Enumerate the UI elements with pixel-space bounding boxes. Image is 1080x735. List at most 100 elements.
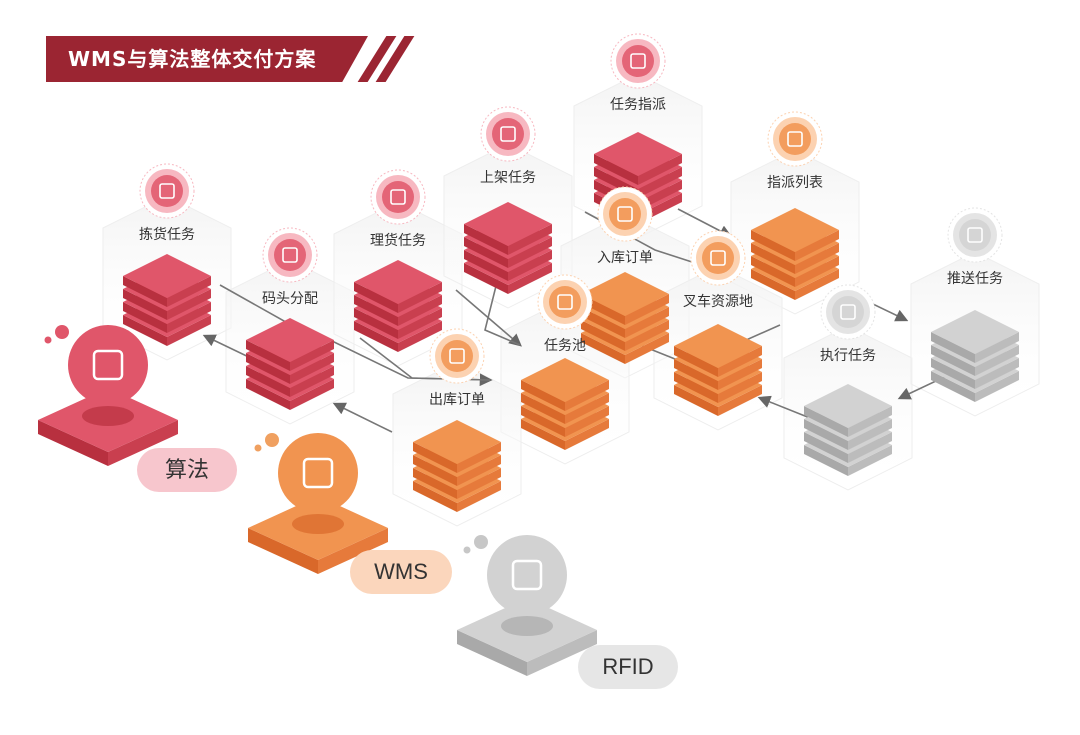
stack-layer-side bbox=[795, 269, 839, 300]
stack-layer-side bbox=[457, 442, 501, 473]
icon-glyph bbox=[967, 227, 983, 243]
stack-layer-top bbox=[804, 384, 892, 428]
platform-label: RFID bbox=[578, 645, 678, 689]
decor-dot bbox=[265, 433, 279, 447]
stack-layer-side bbox=[581, 307, 625, 338]
stack-layer-side bbox=[508, 250, 552, 281]
stack-layer-side bbox=[594, 154, 638, 185]
flow-arrow bbox=[332, 402, 393, 433]
stack-layer-side bbox=[718, 359, 762, 390]
stack-layer-top bbox=[246, 318, 334, 362]
platform-side bbox=[318, 528, 388, 574]
stack-layer-side bbox=[413, 455, 457, 486]
platform-side bbox=[108, 420, 178, 466]
platform-icon-glyph bbox=[302, 457, 334, 489]
stack-layer-side bbox=[354, 295, 398, 326]
stack-layer-side bbox=[508, 263, 552, 294]
stack-layer-side bbox=[167, 289, 211, 320]
stack-layer-top bbox=[413, 420, 501, 464]
stack-layer-side bbox=[931, 332, 975, 363]
stack-layer-top bbox=[931, 310, 1019, 354]
stack-layer-side bbox=[804, 406, 848, 437]
icon-core bbox=[151, 175, 183, 207]
flow-arrow bbox=[757, 395, 811, 419]
node-tidy bbox=[354, 169, 442, 352]
node-label: 入库订单 bbox=[597, 250, 653, 266]
stack-layer-side bbox=[457, 481, 501, 512]
node-dock bbox=[246, 227, 334, 410]
platform-rfid bbox=[457, 535, 597, 676]
platform-label: WMS bbox=[350, 550, 452, 594]
node-label: 推送任务 bbox=[947, 271, 1003, 287]
icon-glyph bbox=[557, 294, 573, 310]
warehouse-icon bbox=[278, 433, 358, 513]
stack-layer-top bbox=[594, 132, 682, 176]
node-shelving bbox=[464, 106, 552, 294]
icon-core bbox=[779, 123, 811, 155]
node-label: 任务池 bbox=[544, 338, 586, 354]
stack-layer-side bbox=[167, 276, 211, 307]
decor-dot bbox=[474, 535, 488, 549]
stack-layer-side bbox=[795, 230, 839, 261]
node-label: 出库订单 bbox=[429, 392, 485, 408]
stack-layer-side bbox=[521, 406, 565, 437]
node-label: 叉车资源地 bbox=[683, 294, 753, 310]
stack-layer-side bbox=[565, 380, 609, 411]
decor-dot bbox=[55, 325, 69, 339]
stack-layer-side bbox=[625, 333, 669, 364]
scan-frame-icon bbox=[487, 535, 567, 615]
decor-dot bbox=[463, 546, 471, 554]
stack-layer-side bbox=[674, 359, 718, 390]
stack-layer-top bbox=[354, 260, 442, 304]
stack-layer-side bbox=[625, 307, 669, 338]
stack-layer-top bbox=[521, 358, 609, 402]
stack-layer-side bbox=[848, 419, 892, 450]
stack-layer-side bbox=[290, 366, 334, 397]
stack-layer-top bbox=[751, 208, 839, 252]
stack-layer-side bbox=[931, 371, 975, 402]
platform-shadow bbox=[82, 406, 134, 426]
node-push bbox=[931, 207, 1019, 402]
stack-layer-side bbox=[521, 380, 565, 411]
platform-icon-glyph bbox=[92, 349, 124, 381]
stack-layer-side bbox=[398, 282, 442, 313]
stack-layer-side bbox=[508, 237, 552, 268]
icon-core bbox=[492, 118, 524, 150]
node-label: 指派列表 bbox=[767, 175, 823, 191]
stack-layer-side bbox=[581, 320, 625, 351]
stack-layer-side bbox=[413, 468, 457, 499]
stack-layer-side bbox=[398, 321, 442, 352]
node-inbound bbox=[581, 186, 669, 364]
stack-layer-side bbox=[625, 320, 669, 351]
node-label: 码头分配 bbox=[262, 291, 318, 307]
stack-layer-side bbox=[413, 442, 457, 473]
node-dispatch-list bbox=[751, 111, 839, 300]
stack-layer-side bbox=[246, 379, 290, 410]
stack-layer-side bbox=[457, 455, 501, 486]
stack-layer-side bbox=[521, 419, 565, 450]
platform-算法 bbox=[38, 325, 178, 466]
node-label: 执行任务 bbox=[820, 348, 876, 364]
stack-layer-side bbox=[931, 358, 975, 389]
stack-layer-side bbox=[718, 385, 762, 416]
stack-layer-side bbox=[167, 302, 211, 333]
stack-layer-side bbox=[751, 230, 795, 261]
stack-layer-side bbox=[638, 154, 682, 185]
stack-layer-side bbox=[804, 419, 848, 450]
stack-layer-side bbox=[795, 243, 839, 274]
page-title: WMS与算法整体交付方案 bbox=[46, 36, 368, 82]
icon-glyph bbox=[159, 183, 175, 199]
stack-layer-side bbox=[290, 379, 334, 410]
stack-layer-side bbox=[123, 289, 167, 320]
node-task-pool bbox=[521, 274, 609, 450]
icon-core bbox=[609, 198, 641, 230]
icon-glyph bbox=[500, 126, 516, 142]
stack-layer-side bbox=[464, 237, 508, 268]
stack-layer-top bbox=[674, 324, 762, 368]
node-label: 任务指派 bbox=[610, 97, 666, 113]
node-picking bbox=[123, 163, 211, 346]
node-forklift bbox=[674, 230, 762, 416]
stack-layer-side bbox=[751, 256, 795, 287]
platform-shadow bbox=[292, 514, 344, 534]
